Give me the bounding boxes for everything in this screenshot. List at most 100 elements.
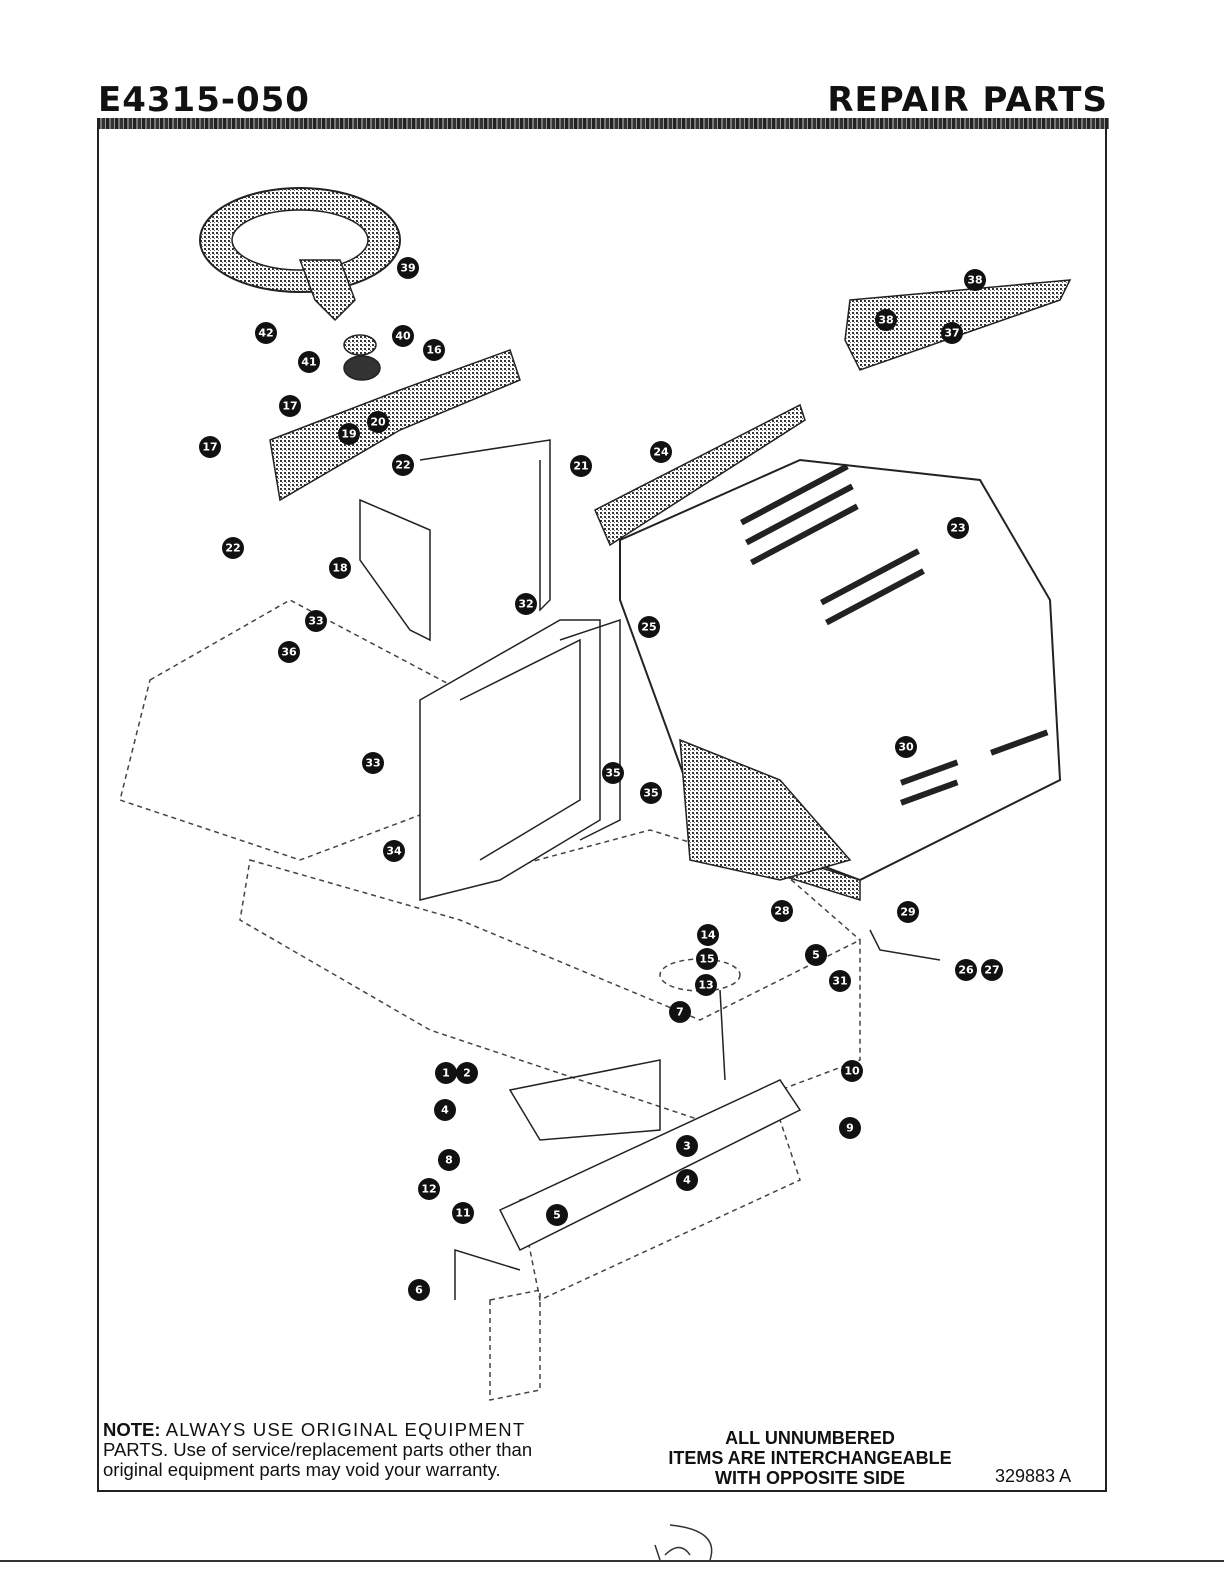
callout-group: 39 38 38 37 42 41 40 16 17 17 19 20 22 2… xyxy=(199,257,1003,1301)
svg-text:29: 29 xyxy=(900,906,915,919)
callout: 33 xyxy=(362,752,384,774)
section-title: REPAIR PARTS xyxy=(827,80,1108,120)
callout: 41 xyxy=(298,351,320,373)
svg-text:7: 7 xyxy=(676,1006,684,1019)
callout: 21 xyxy=(570,455,592,477)
callout: 27 xyxy=(981,959,1003,981)
callout: 4 xyxy=(676,1169,698,1191)
steering-bracket xyxy=(419,439,551,612)
callout: 17 xyxy=(199,436,221,458)
svg-text:15: 15 xyxy=(699,953,714,966)
svg-text:13: 13 xyxy=(698,979,713,992)
dash-panel xyxy=(269,349,521,502)
svg-text:21: 21 xyxy=(573,460,588,473)
callout: 6 xyxy=(408,1279,430,1301)
svg-text:34: 34 xyxy=(386,845,402,858)
callout: 29 xyxy=(897,901,919,923)
note-line-2: PARTS. Use of service/replacement parts … xyxy=(103,1439,533,1460)
svg-text:33: 33 xyxy=(308,615,323,628)
callout: 25 xyxy=(638,616,660,638)
callout: 24 xyxy=(650,441,672,463)
note-text: NOTE: ALWAYS USE ORIGINAL EQUIPMENT PART… xyxy=(103,1420,593,1480)
callout: 37 xyxy=(941,322,963,344)
svg-text:20: 20 xyxy=(370,416,386,429)
callout: 16 xyxy=(423,339,445,361)
callout: 26 xyxy=(955,959,977,981)
svg-text:2: 2 xyxy=(463,1067,471,1080)
callout: 35 xyxy=(640,782,662,804)
callout: 5 xyxy=(546,1204,568,1226)
svg-text:35: 35 xyxy=(643,787,658,800)
callout: 22 xyxy=(222,537,244,559)
front-axle xyxy=(498,1079,802,1252)
callout: 19 xyxy=(338,423,360,445)
diagram-frame xyxy=(97,129,1107,1492)
callout: 36 xyxy=(278,641,300,663)
handwritten-mark xyxy=(654,1524,713,1561)
callout: 11 xyxy=(452,1202,474,1224)
svg-text:12: 12 xyxy=(421,1183,436,1196)
svg-text:9: 9 xyxy=(846,1122,854,1135)
svg-text:16: 16 xyxy=(426,344,442,357)
callout: 1 xyxy=(435,1062,457,1084)
svg-text:3: 3 xyxy=(683,1140,691,1153)
callout: 39 xyxy=(397,257,419,279)
callout: 12 xyxy=(418,1178,440,1200)
unnumbered-line-1: ALL UNNUMBERED xyxy=(725,1428,895,1448)
model-number: E4315-050 xyxy=(98,80,310,120)
svg-text:30: 30 xyxy=(898,741,914,754)
callout: 5 xyxy=(805,944,827,966)
svg-text:6: 6 xyxy=(415,1284,423,1297)
hood xyxy=(619,458,1062,902)
svg-text:23: 23 xyxy=(950,522,965,535)
svg-text:5: 5 xyxy=(553,1209,561,1222)
svg-text:33: 33 xyxy=(365,757,380,770)
svg-text:5: 5 xyxy=(812,949,820,962)
diagram-part-number: 329883 A xyxy=(995,1466,1072,1486)
callout: 3 xyxy=(676,1135,698,1157)
callout: 33 xyxy=(305,610,327,632)
engine xyxy=(679,738,852,881)
callout: 38 xyxy=(875,309,897,331)
svg-text:24: 24 xyxy=(653,446,669,459)
hood-strip xyxy=(594,403,806,547)
svg-text:8: 8 xyxy=(445,1154,453,1167)
callout: 20 xyxy=(367,411,389,433)
svg-text:10: 10 xyxy=(844,1065,860,1078)
svg-text:17: 17 xyxy=(202,441,217,454)
callout: 18 xyxy=(329,557,351,579)
callout: 28 xyxy=(771,900,793,922)
callout: 32 xyxy=(515,593,537,615)
callout: 2 xyxy=(456,1062,478,1084)
svg-text:22: 22 xyxy=(395,459,410,472)
callout: 17 xyxy=(279,395,301,417)
svg-text:1: 1 xyxy=(442,1067,450,1080)
svg-text:37: 37 xyxy=(944,327,959,340)
svg-text:35: 35 xyxy=(605,767,620,780)
unnumbered-line-3: WITH OPPOSITE SIDE xyxy=(714,1468,906,1488)
callout: 13 xyxy=(695,974,717,996)
svg-text:38: 38 xyxy=(878,314,893,327)
note-label: NOTE: xyxy=(103,1419,161,1440)
svg-text:31: 31 xyxy=(832,975,847,988)
callout: 4 xyxy=(434,1099,456,1121)
svg-text:11: 11 xyxy=(455,1207,470,1220)
callout: 40 xyxy=(392,325,414,347)
svg-text:25: 25 xyxy=(641,621,656,634)
callout: 31 xyxy=(829,970,851,992)
svg-text:32: 32 xyxy=(518,598,533,611)
svg-text:42: 42 xyxy=(258,327,273,340)
callout: 34 xyxy=(383,840,405,862)
note-caps: ALWAYS USE ORIGINAL EQUIPMENT xyxy=(165,1419,526,1440)
callout: 22 xyxy=(392,454,414,476)
svg-text:19: 19 xyxy=(341,428,356,441)
svg-text:36: 36 xyxy=(281,646,297,659)
callout: 42 xyxy=(255,322,277,344)
note-line-3: original equipment parts may void your w… xyxy=(103,1459,501,1480)
callout: 14 xyxy=(697,924,719,946)
callout: 23 xyxy=(947,517,969,539)
svg-text:4: 4 xyxy=(441,1104,449,1117)
callout: 8 xyxy=(438,1149,460,1171)
svg-text:14: 14 xyxy=(700,929,716,942)
